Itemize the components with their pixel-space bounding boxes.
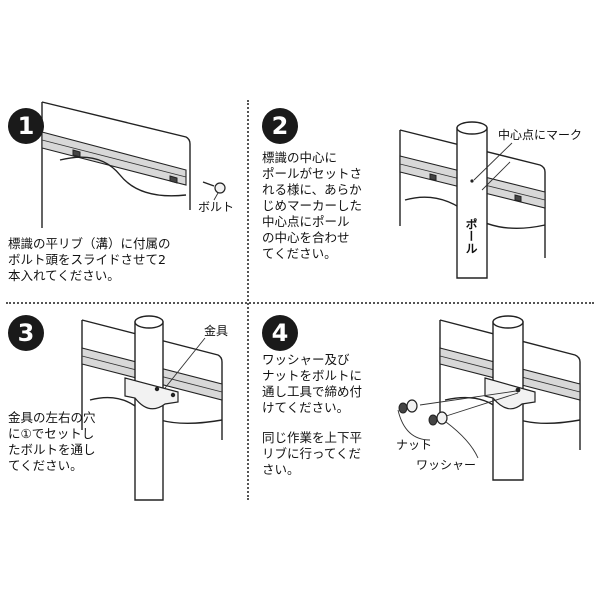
- text-line: ボルト頭をスライドさせて2: [8, 252, 166, 267]
- text-line: ナットをボルトに: [262, 368, 363, 383]
- bracket-hole-left: [154, 386, 160, 392]
- text-line: の中心を合わせ: [262, 230, 350, 245]
- text-line: 本入れてください。: [8, 268, 120, 283]
- pole-label: ポール: [463, 218, 480, 254]
- text-line: けてください。: [262, 400, 350, 415]
- nut-icon-lower: [428, 414, 438, 426]
- bolt-head-in-rail-left: [72, 149, 81, 158]
- sign3-frame: [81, 319, 223, 440]
- step-4-figure: [397, 315, 581, 481]
- sign-frame-top: [41, 101, 191, 210]
- text-line: てください。: [8, 458, 83, 473]
- text-line: さい。: [262, 462, 300, 477]
- bolt-leader: [213, 192, 219, 201]
- nut-leader: [397, 409, 431, 441]
- step-3-text: 金具の左右の穴 に①でセットし たボルトを通し てください。: [8, 410, 96, 474]
- assembly-guide-upper: [419, 390, 517, 406]
- text-line: 金具の左右の穴: [8, 410, 96, 425]
- nut-label: ナット: [396, 438, 433, 452]
- bracket-leader: [164, 337, 206, 389]
- step-2-badge: 2: [262, 108, 298, 144]
- bolt-icon: [214, 182, 226, 194]
- bracket-icon: [124, 377, 179, 410]
- sign4-frame: [439, 319, 581, 450]
- nut-icon-upper: [398, 402, 408, 414]
- step-4-text: ワッシャー及び ナットをボルトに 通し工具で締め付 けてください。: [262, 352, 362, 416]
- center-mark-dot: [470, 179, 474, 183]
- sign-cut-line: [59, 156, 187, 197]
- center-mark-leader: [473, 142, 513, 181]
- bolt-head-in-rail-right: [169, 175, 178, 184]
- step-4-text-b: 同じ作業を上下平 リブに行ってくだ さい。: [262, 430, 362, 478]
- horizontal-divider: [6, 302, 594, 304]
- washer-leader: [445, 421, 479, 459]
- text-line: 通し工具で締め付: [262, 384, 363, 399]
- text-line: れる様に、あらか: [262, 182, 362, 197]
- bracket-hole-right: [170, 392, 176, 398]
- bracket4-icon: [484, 377, 536, 410]
- step-2-figure: [399, 121, 546, 279]
- text-line: 標識の中心に: [262, 150, 338, 165]
- text-line: 同じ作業を上下平: [262, 430, 363, 445]
- text-line: てください。: [262, 246, 337, 261]
- step-2-text: 標識の中心に ポールがセットさ れる様に、あらか じめマーカーした 中心点にポー…: [262, 150, 362, 262]
- pole4-top: [492, 315, 524, 329]
- text-line: 中心点にポール: [262, 214, 350, 229]
- bracket4-hole: [515, 387, 521, 393]
- pole3-top: [134, 315, 164, 329]
- center-mark-label: 中心点にマーク: [498, 128, 583, 142]
- bolt-head-right: [514, 194, 522, 203]
- text-line: ポールがセットさ: [262, 166, 363, 181]
- text-line: じめマーカーした: [262, 198, 363, 213]
- step-3-badge: 3: [8, 315, 44, 351]
- text-line: リブに行ってくだ: [262, 446, 362, 461]
- rail-groove: [41, 139, 187, 178]
- step-3-figure: [81, 315, 223, 501]
- text-line: たボルトを通し: [8, 442, 96, 457]
- bolt-head-left: [429, 173, 437, 182]
- center-mark-leader-2: [481, 161, 511, 191]
- step-1-figure: [41, 101, 226, 228]
- sign2-frame: [399, 129, 546, 258]
- washer-icon-upper: [406, 399, 418, 413]
- text-line: ワッシャー及び: [262, 352, 350, 367]
- step-1-badge: 1: [8, 108, 44, 144]
- bolt-label: ボルト: [198, 200, 235, 214]
- text-line: に①でセットし: [8, 426, 95, 441]
- pole-body: [456, 127, 488, 279]
- pole3-body: [134, 321, 164, 501]
- pole-top: [456, 121, 488, 135]
- step-4-badge: 4: [262, 315, 298, 351]
- bolt-shaft: [202, 181, 215, 187]
- step-1-text: 標識の平リブ（溝）に付属の ボルト頭をスライドさせて2 本入れてください。: [8, 236, 171, 284]
- washer-icon-lower: [436, 411, 448, 425]
- vertical-divider: [247, 100, 249, 500]
- assembly-guide-lower: [439, 392, 519, 419]
- bracket-label: 金具: [204, 324, 229, 338]
- washer-label: ワッシャー: [416, 458, 477, 472]
- text-line: 標識の平リブ（溝）に付属の: [8, 236, 171, 251]
